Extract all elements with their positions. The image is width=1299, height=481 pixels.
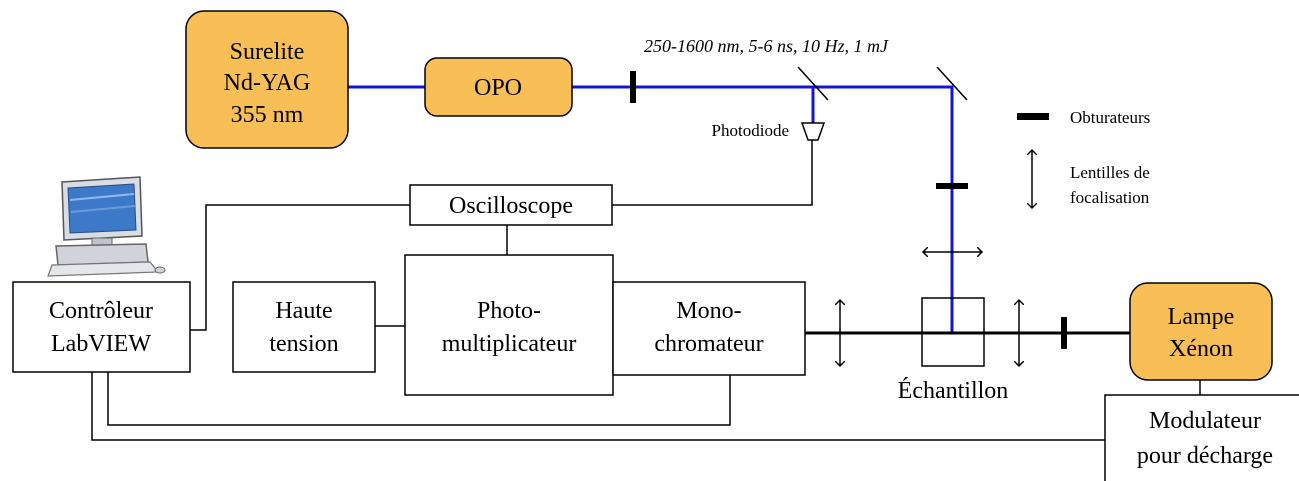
signal-wires [91, 140, 1299, 481]
lamp-label-line1: Lampe [1168, 304, 1235, 330]
photodiode-label: Photodiode [712, 121, 789, 140]
wire-controller-modulator [91, 372, 1105, 441]
shutter-icon [630, 71, 636, 103]
modulator-frame [1104, 394, 1299, 481]
high-voltage-label-line1: Haute [275, 298, 332, 324]
high-voltage-label-line2: tension [269, 331, 338, 357]
monochromator-box [612, 281, 806, 376]
sample-label: Échantillon [898, 378, 1009, 404]
laser-label-line1: Surelite [230, 39, 305, 65]
laser-beam [348, 85, 954, 332]
modulator-label-line1: Modulateur [1149, 408, 1261, 434]
computer-icon [47, 176, 166, 277]
legend: Obturateurs Lentilles de focalisation [1017, 108, 1150, 208]
wire-photodiode-oscilloscope [612, 140, 813, 206]
lamp-label-line2: Xénon [1169, 336, 1233, 362]
photomultiplier-box [404, 254, 614, 396]
controller-box [12, 281, 191, 373]
beam-path [348, 85, 954, 332]
shutter-icon [1061, 317, 1067, 349]
wire-controller-mono [107, 372, 731, 426]
lamp-box [1129, 282, 1273, 381]
laser-box [185, 10, 349, 149]
controller-label-line2: LabVIEW [51, 331, 151, 357]
oscilloscope-box [409, 184, 613, 226]
photomultiplier-label-line1: Photo- [477, 298, 541, 324]
wire-oscilloscope-controller [190, 204, 410, 331]
laser-label-line2: Nd-YAG [224, 70, 311, 96]
photodiode-icon [800, 122, 826, 141]
legend-lenses-label-line2: focalisation [1070, 188, 1150, 207]
modulator-label-line2: pour décharge [1137, 443, 1273, 469]
mirror-icon [797, 66, 829, 101]
sample-cuvette [921, 297, 985, 367]
beam-spec-annotation: 250-1600 nm, 5-6 ns, 10 Hz, 1 mJ [644, 36, 889, 56]
opo-box [424, 57, 573, 117]
mirror-icon [936, 66, 968, 101]
oscilloscope-label: Oscilloscope [449, 193, 573, 219]
photomultiplier-label-line2: multiplicateur [442, 331, 577, 357]
monochromator-label-line2: chromateur [654, 331, 763, 357]
high-voltage-box [232, 281, 376, 373]
shutter-icon [936, 183, 968, 189]
legend-shutter-icon [1017, 113, 1049, 120]
controller-label-line1: Contrôleur [49, 298, 153, 324]
legend-lenses-label-line1: Lentilles de [1070, 163, 1150, 182]
opo-label: OPO [474, 75, 522, 101]
legend-shutters-label: Obturateurs [1070, 108, 1150, 127]
laser-label-line3: 355 nm [231, 102, 304, 128]
monochromator-label-line1: Mono- [676, 298, 741, 324]
